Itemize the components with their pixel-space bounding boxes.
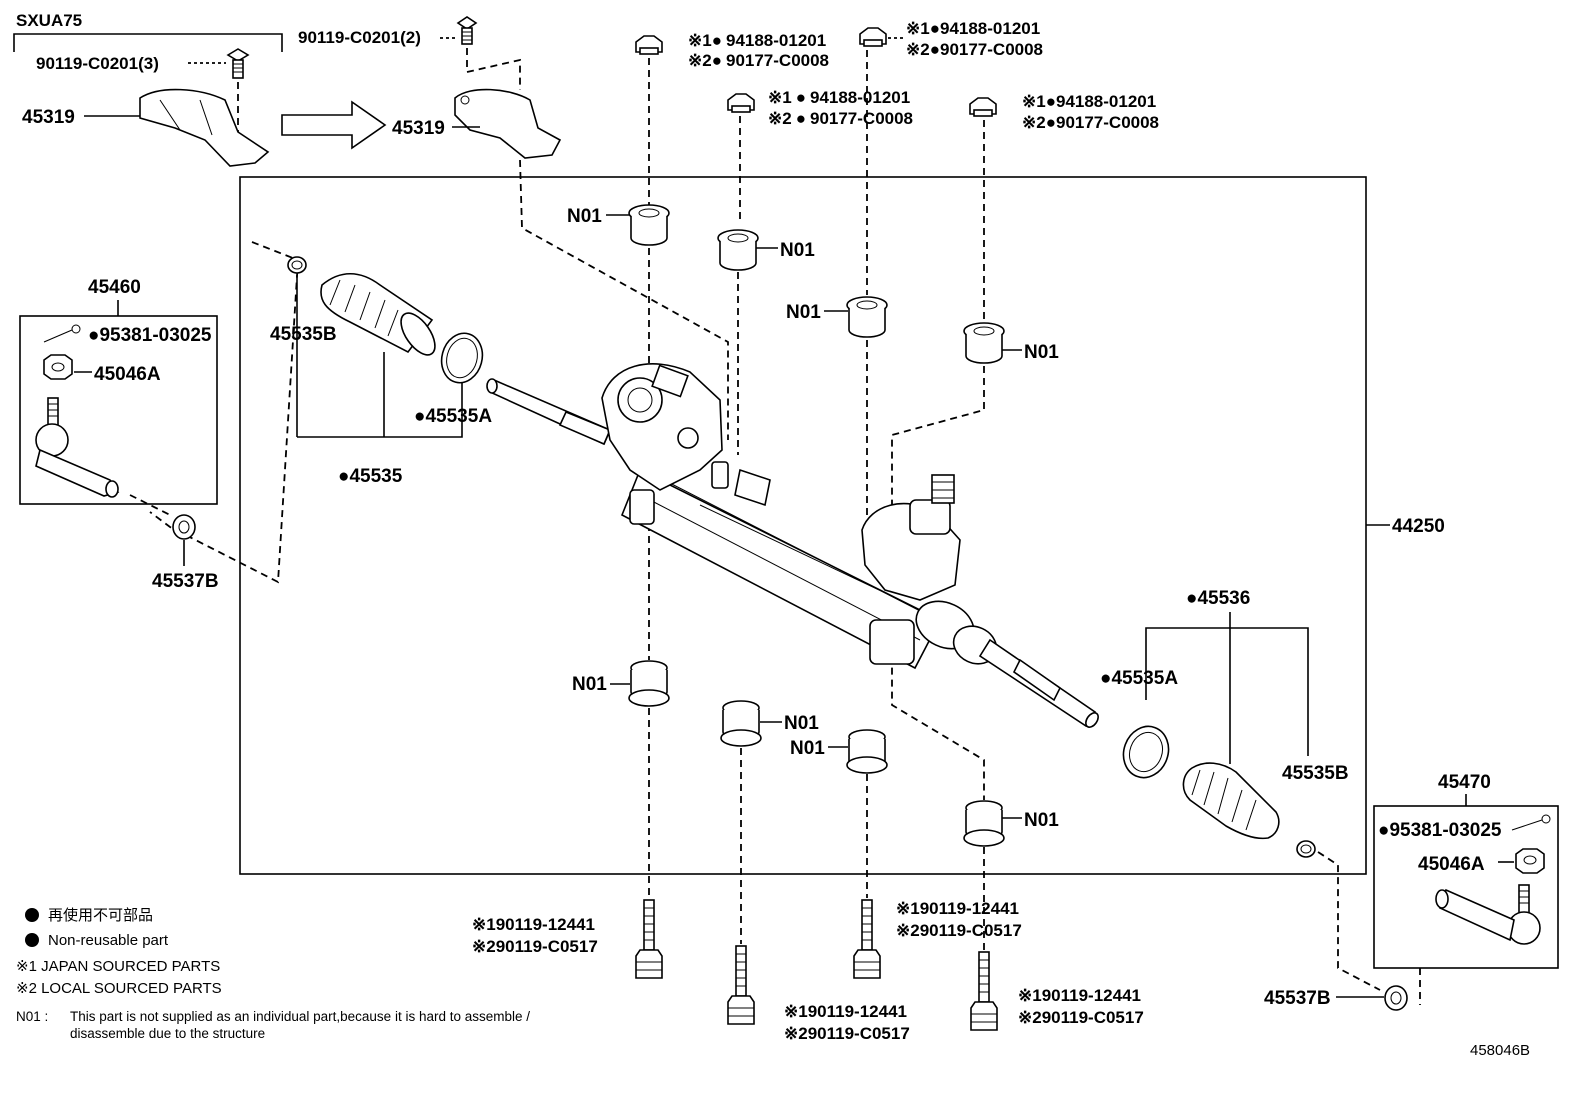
- steering-gear-assembly-icon: [486, 363, 1099, 728]
- bushing-icon-3: [846, 296, 888, 338]
- figure-number: 458046B: [1470, 1042, 1530, 1059]
- svg-text:※1●94188-01201: ※1●94188-01201: [906, 19, 1040, 38]
- bushing-label-4: N01: [1024, 342, 1059, 363]
- cotter-pin-icon-rh: [1511, 814, 1551, 831]
- bushing-icon-1: [628, 204, 670, 246]
- nut-icon-a: [635, 35, 663, 55]
- legend-n01-key: N01 :: [16, 1009, 48, 1024]
- bushing-label-2: N01: [780, 240, 815, 261]
- bushing-icon-2: [717, 229, 759, 271]
- tie-rod-end-box-lh: [19, 315, 218, 505]
- plug-label-lh: 45537B: [152, 571, 219, 592]
- svg-text:※2●90177-C0008: ※2●90177-C0008: [1022, 113, 1159, 132]
- bushing-label-5: N01: [572, 674, 607, 695]
- boot-clip-icon-lh: [287, 256, 307, 274]
- bushing-label-8: N01: [1024, 810, 1059, 831]
- svg-text:※290119-C0517: ※290119-C0517: [896, 921, 1022, 940]
- protector-label-left: 45319: [22, 107, 75, 128]
- bolt-label-protector-b: 90119-C0201(2): [298, 28, 421, 47]
- nut-label-lh: 45046A: [94, 364, 161, 385]
- variant-bracket: [13, 33, 283, 52]
- legend-non-reusable-jp: 再使用不可部品: [48, 907, 153, 924]
- bolt-icon-4: [970, 951, 998, 1031]
- nut-icon-c: [727, 93, 755, 113]
- bolt-label-protector: 90119-C0201(3): [36, 54, 159, 73]
- bushing-icon-6: [720, 700, 762, 747]
- plug-label-rh: 45537B: [1264, 988, 1331, 1009]
- bushing-label-7: N01: [790, 738, 825, 759]
- boot-clamp-label-rh: ●45535A: [1100, 668, 1178, 689]
- svg-text:※290119-C0517: ※290119-C0517: [784, 1024, 910, 1043]
- bushing-label-3: N01: [786, 302, 821, 323]
- bolt-icon-3: [853, 899, 881, 979]
- bushing-label-6: N01: [784, 713, 819, 734]
- boot-icon-lh: [320, 273, 436, 356]
- plug-icon-rh: [1384, 985, 1408, 1011]
- boot-clip-icon-rh: [1296, 840, 1316, 858]
- svg-text:※1●94188-01201: ※1●94188-01201: [1022, 92, 1156, 111]
- legend-local-sourced: ※2 LOCAL SOURCED PARTS: [16, 980, 222, 997]
- svg-text:※290119-C0517: ※290119-C0517: [472, 937, 598, 956]
- svg-text:※190119-12441: ※190119-12441: [784, 1002, 907, 1021]
- tie-rod-end-label-lh: 45460: [88, 277, 141, 298]
- bushing-icon-5: [628, 660, 670, 707]
- legend-dot-icon-2: [25, 933, 39, 947]
- svg-text:※190119-12441: ※190119-12441: [896, 899, 1019, 918]
- cotter-pin-icon-lh: [43, 324, 81, 343]
- bolt-icon-1: [635, 899, 663, 979]
- bolt-icon-protector: [226, 48, 250, 79]
- svg-text:※2●90177-C0008: ※2●90177-C0008: [768, 109, 913, 128]
- protector-icon-left: [139, 88, 270, 167]
- boot-clamp-icon-rh: [1122, 725, 1170, 779]
- nut-icon-b: [859, 27, 887, 47]
- legend-non-reusable-en: Non-reusable part: [48, 932, 169, 949]
- tie-rod-end-box-rh: [1373, 805, 1559, 969]
- boot-clamp-icon-lh: [440, 332, 484, 384]
- bushing-icon-8: [963, 800, 1005, 847]
- diagram-code: SXUA75: [16, 11, 82, 30]
- bushing-icon-7: [846, 729, 888, 774]
- arrow-right-icon: [281, 100, 387, 150]
- tie-rod-end-icon-rh: [1435, 884, 1541, 945]
- svg-text:※2●90177-C0008: ※2●90177-C0008: [688, 51, 829, 70]
- nut-icon-d: [969, 97, 997, 117]
- assembly-label-44250: 44250: [1392, 516, 1445, 537]
- svg-text:※2●90177-C0008: ※2●90177-C0008: [906, 40, 1043, 59]
- boot-label-lh: ●45535: [338, 466, 403, 487]
- svg-text:※190119-12441: ※190119-12441: [472, 915, 595, 934]
- legend-n01-line1: This part is not supplied as an individu…: [70, 1009, 530, 1024]
- bolt-icon-protector-b: [456, 16, 478, 45]
- boot-clamp-label-lh: ●45535A: [414, 406, 492, 427]
- boot-clip-label-rh: 45535B: [1282, 763, 1349, 784]
- legend-japan-sourced: ※1 JAPAN SOURCED PARTS: [16, 958, 220, 975]
- bushing-icon-4: [963, 322, 1005, 364]
- nut-label-rh: 45046A: [1418, 854, 1485, 875]
- svg-text:※290119-C0517: ※290119-C0517: [1018, 1008, 1144, 1027]
- tie-rod-end-icon-lh: [35, 397, 120, 498]
- cotter-pin-label-lh: ●95381-03025: [88, 325, 212, 346]
- plug-icon-lh: [172, 514, 196, 540]
- svg-text:※190119-12441: ※190119-12441: [1018, 986, 1141, 1005]
- tie-rod-end-label-rh: 45470: [1438, 772, 1491, 793]
- boot-icon-rh: [1182, 762, 1280, 840]
- svg-text:※1●94188-01201: ※1●94188-01201: [768, 88, 910, 107]
- cotter-pin-label-rh: ●95381-03025: [1378, 820, 1502, 841]
- bolt-icon-2: [727, 945, 755, 1025]
- legend-dot-icon-1: [25, 908, 39, 922]
- nut-icon-tie-end-lh: [43, 354, 73, 380]
- nut-icon-tie-end-rh: [1515, 848, 1545, 874]
- svg-text:※1●94188-01201: ※1●94188-01201: [688, 31, 826, 50]
- legend-n01-line2: disassemble due to the structure: [70, 1026, 265, 1041]
- bushing-label-1: N01: [567, 206, 602, 227]
- protector-label-right: 45319: [392, 118, 445, 139]
- protector-icon-right: [454, 88, 562, 159]
- boot-clip-label-lh: 45535B: [270, 324, 337, 345]
- boot-label-rh: ●45536: [1186, 588, 1250, 609]
